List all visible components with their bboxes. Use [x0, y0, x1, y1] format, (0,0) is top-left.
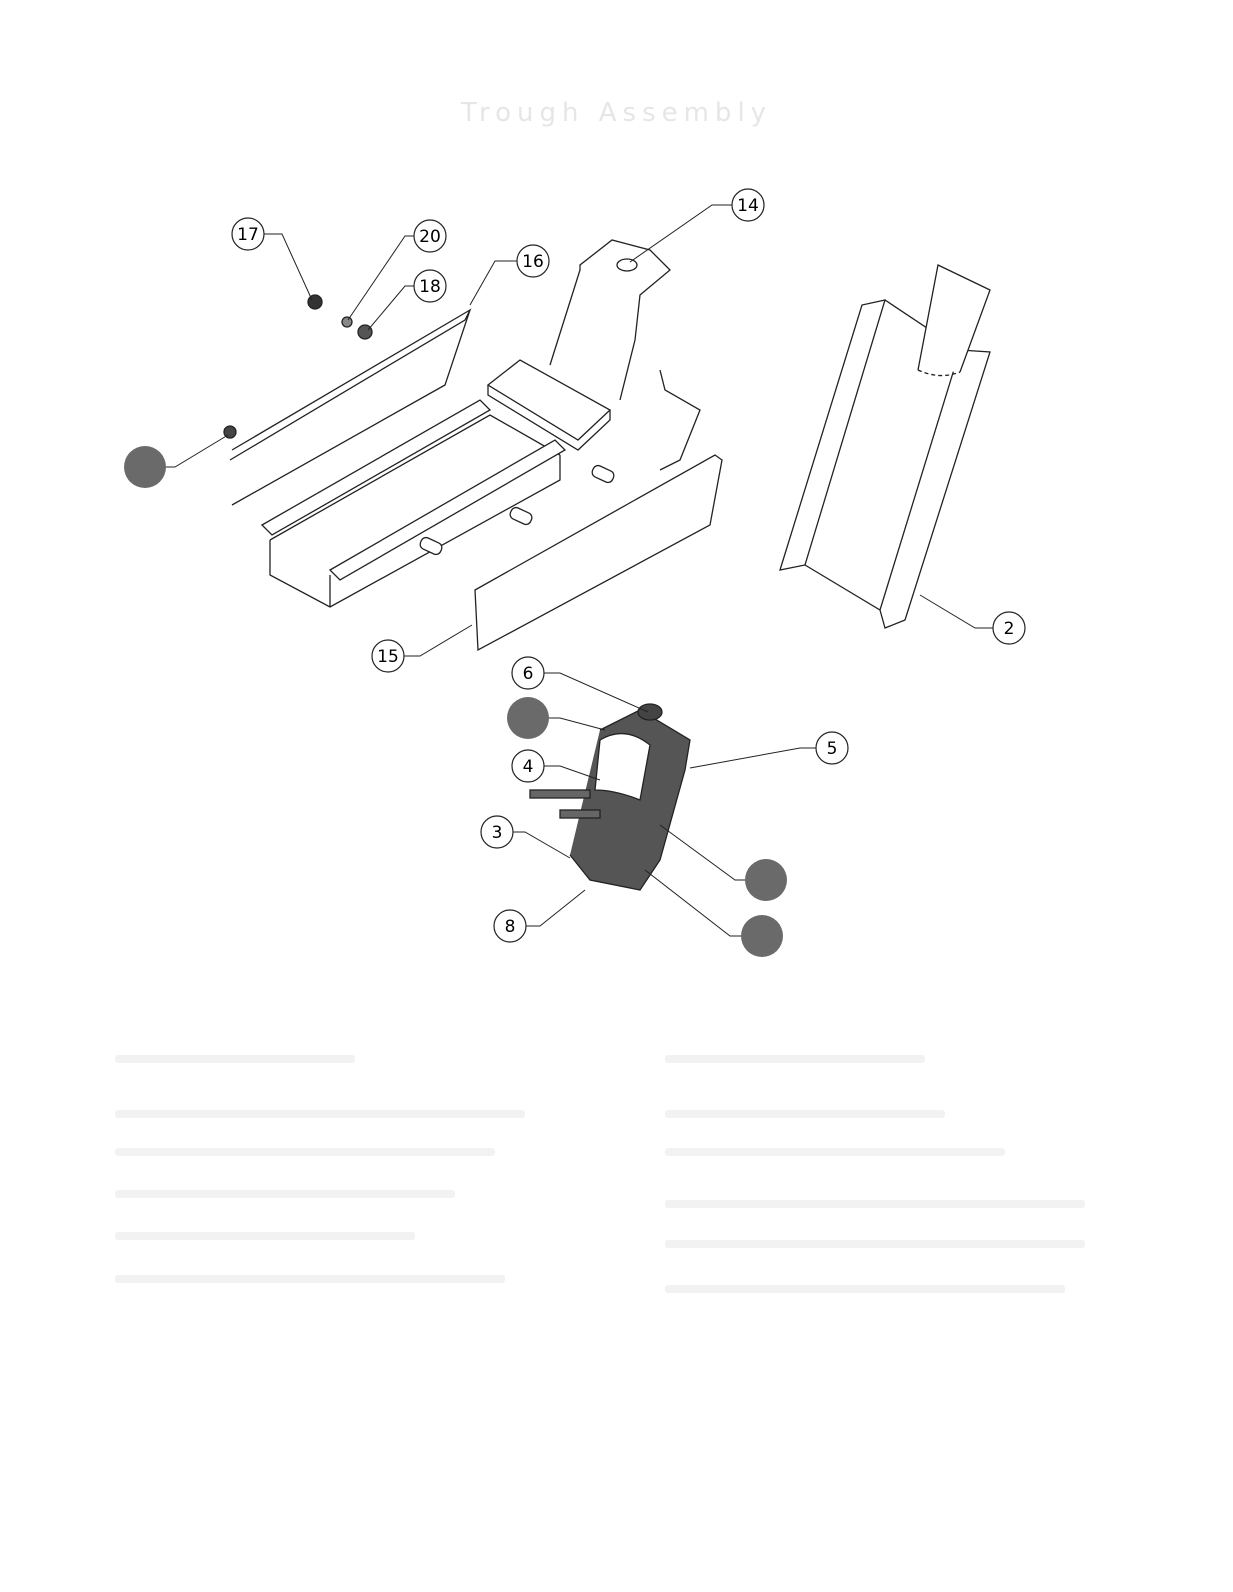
parts-table-row	[115, 1275, 505, 1283]
parts-table-row	[665, 1285, 1065, 1293]
trough-part-2	[779, 264, 991, 629]
callout-balloon	[511, 749, 545, 783]
callout-number: 18	[419, 277, 441, 297]
callout-balloon-filled	[507, 697, 549, 739]
callout-balloon-filled	[745, 859, 787, 901]
parts-table-row	[115, 1110, 525, 1118]
parts-table-row	[665, 1148, 1005, 1156]
callout-balloon	[516, 244, 550, 278]
callout-number: 3	[492, 823, 503, 843]
callout-number: 17	[237, 225, 259, 245]
callout-balloon	[731, 188, 765, 222]
main-trough-part	[260, 239, 701, 608]
callout-balloon	[231, 217, 265, 251]
parts-table-header	[665, 1055, 925, 1063]
callout-balloon	[413, 219, 447, 253]
callout-balloon-filled	[741, 915, 783, 957]
callout-number: 15	[377, 647, 399, 667]
callout-number: 8	[505, 917, 516, 937]
parts-table-row	[665, 1200, 1085, 1208]
side-plate-16	[229, 308, 472, 461]
callout-balloon	[413, 269, 447, 303]
callout-number: 4	[523, 757, 534, 777]
bracket-assembly	[529, 703, 691, 891]
callout-number: 16	[522, 252, 544, 272]
callout-balloon-filled	[124, 446, 166, 488]
callout-balloon	[511, 656, 545, 690]
callout-balloon	[493, 909, 527, 943]
side-plate-15	[474, 454, 723, 652]
callout-balloon	[992, 611, 1026, 645]
parts-table-row	[115, 1232, 415, 1240]
callout-number: 2	[1004, 619, 1015, 639]
parts-table-header	[115, 1055, 355, 1063]
callout-number: 5	[827, 739, 838, 759]
drawing-title: Trough Assembly	[460, 98, 773, 128]
callout-number: 20	[419, 227, 441, 247]
callout-number: 6	[523, 664, 534, 684]
parts-table-row	[115, 1148, 495, 1156]
callout-balloon	[480, 815, 514, 849]
parts-table-row	[665, 1240, 1085, 1248]
parts-table-row	[665, 1110, 945, 1118]
callout-number: 14	[737, 196, 759, 216]
callout-balloon	[815, 731, 849, 765]
parts-table-row	[115, 1190, 455, 1198]
callout-balloon	[371, 639, 405, 673]
